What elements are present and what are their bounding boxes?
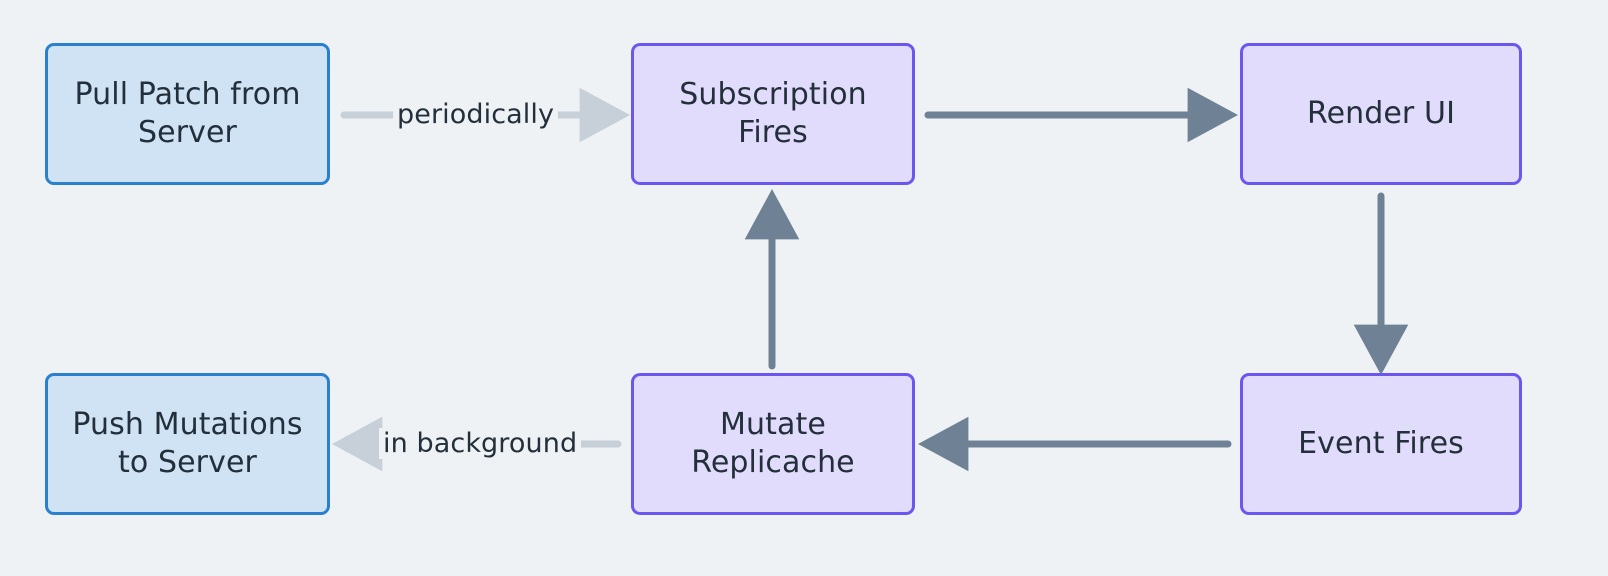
node-mutate-replicache[interactable]: Mutate Replicache: [631, 373, 915, 515]
node-subscription-fires[interactable]: Subscription Fires: [631, 43, 915, 185]
node-push-mutations-to-server[interactable]: Push Mutations to Server: [45, 373, 330, 515]
node-event-fires[interactable]: Event Fires: [1240, 373, 1522, 515]
edge-label-in-background: in background: [379, 428, 582, 459]
node-label: Push Mutations to Server: [72, 406, 303, 480]
node-pull-patch-from-server[interactable]: Pull Patch from Server: [45, 43, 330, 185]
edge-label-periodically: periodically: [393, 99, 559, 130]
node-label: Pull Patch from Server: [74, 76, 301, 150]
node-label: Render UI: [1306, 95, 1456, 131]
node-label: Event Fires: [1298, 425, 1464, 461]
node-label: Subscription Fires: [679, 76, 867, 150]
node-render-ui[interactable]: Render UI: [1240, 43, 1522, 185]
node-label: Mutate Replicache: [691, 406, 855, 480]
